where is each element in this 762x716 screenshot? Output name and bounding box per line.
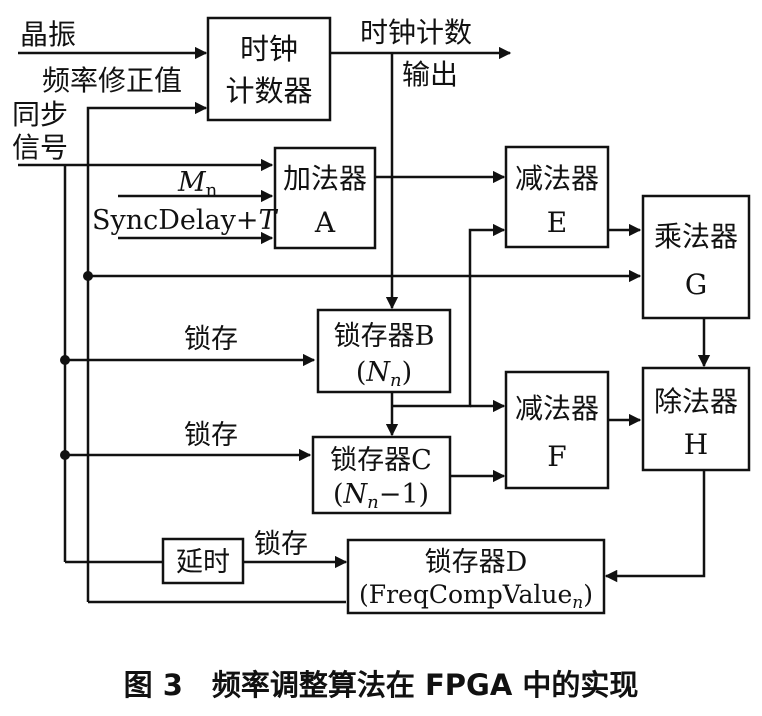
block-latch-d-line1: 锁存器D	[425, 547, 528, 578]
label-latch-c-edge: 锁存	[184, 420, 238, 451]
junctions	[60, 271, 93, 460]
block-adder-a: 加法器 A	[273, 146, 377, 250]
block-divider-h: 除法器 H	[641, 366, 751, 472]
label-mn: Mn	[177, 167, 218, 201]
block-latch-c-line2: (Nn−1)	[333, 479, 429, 513]
edge-divider-to-latch-d	[604, 470, 706, 583]
junction-dot	[60, 450, 70, 460]
label-counter-output-line1: 时钟计数	[360, 16, 472, 49]
label-crystal: 晶振	[20, 18, 76, 51]
block-clock-counter-line2: 计数器	[225, 74, 312, 108]
edge-correction-feedback	[86, 101, 208, 602]
block-subtractor-f-line2: F	[547, 440, 566, 473]
label-sync-line1: 同步	[12, 98, 68, 131]
block-subtractor-e: 减法器 E	[504, 145, 610, 249]
signal-labels: 晶振 频率修正值 同步 信号 Mn SyncDelay+T 时钟计数 输出 锁存…	[12, 16, 472, 560]
block-latch-c: 锁存器C (Nn−1)	[311, 435, 452, 515]
block-multiplier-line2: G	[685, 268, 707, 301]
block-latch-d: 锁存器D (FreqCompValuen)	[346, 538, 606, 615]
block-latch-b: 锁存器B (Nn)	[316, 308, 452, 394]
block-subtractor-e-line1: 减法器	[515, 162, 599, 195]
block-multiplier-line1: 乘法器	[654, 220, 738, 253]
edge-latch-b-to-sub-f	[392, 223, 506, 408]
block-latch-b-line1: 锁存器B	[334, 321, 435, 352]
label-freq-correction: 频率修正值	[42, 64, 182, 97]
junction-dot	[60, 355, 70, 365]
figure-caption: 图 3 频率调整算法在 FPGA 中的实现	[124, 668, 639, 702]
block-divider-line2: H	[684, 428, 708, 461]
block-delay: 延时	[161, 537, 245, 585]
block-adder-line1: 加法器	[283, 162, 367, 195]
junction-dot	[83, 271, 93, 281]
block-subtractor-f-line1: 减法器	[515, 392, 599, 425]
label-counter-output-line2: 输出	[402, 58, 458, 91]
block-latch-b-line2: (Nn)	[356, 357, 412, 391]
label-latch-b-edge: 锁存	[184, 324, 238, 355]
block-subtractor-e-line2: E	[547, 206, 567, 239]
label-latch-d-edge: 锁存	[254, 529, 308, 560]
block-divider-line1: 除法器	[654, 385, 738, 418]
block-clock-counter-line1: 时钟	[240, 32, 298, 66]
label-sync-line2: 信号	[12, 131, 68, 164]
block-latch-d-line2: (FreqCompValuen)	[359, 580, 593, 613]
block-adder-line2: A	[314, 206, 336, 239]
connections	[18, 46, 711, 604]
block-subtractor-f: 减法器 F	[504, 370, 610, 490]
block-latch-c-line1: 锁存器C	[330, 445, 432, 476]
block-clock-counter: 时钟 计数器	[206, 16, 332, 122]
label-syncdelay: SyncDelay+T	[92, 205, 279, 236]
block-multiplier-g: 乘法器 G	[641, 194, 751, 320]
block-delay-label: 延时	[176, 547, 230, 578]
